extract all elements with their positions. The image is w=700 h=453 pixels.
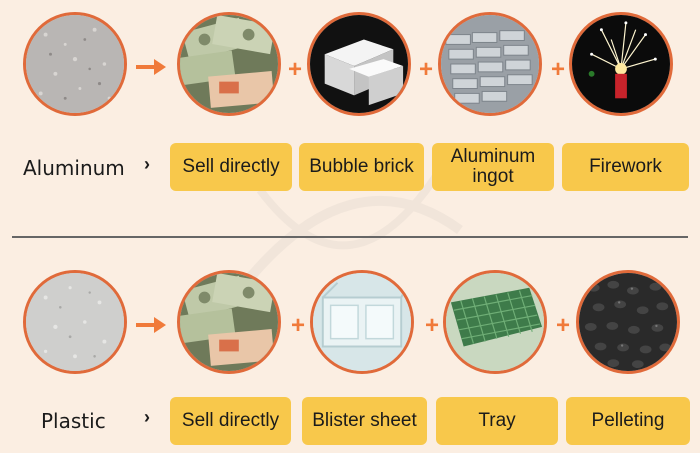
section-divider: [12, 236, 688, 238]
bubble-brick-image: [307, 12, 411, 116]
aluminum-powder-image: [23, 12, 127, 116]
tag-bubble-brick: Bubble brick: [299, 143, 424, 191]
tag-aluminum-ingot: Aluminum ingot: [432, 143, 554, 191]
arrow-right-icon: [136, 59, 166, 75]
aluminum-ingot-image: [438, 12, 542, 116]
plus-icon: +: [424, 312, 439, 339]
row-label-plastic: Plastic: [41, 409, 106, 433]
plastic-pellets-image: [576, 270, 680, 374]
plus-icon: +: [418, 56, 433, 83]
plus-icon: +: [287, 56, 302, 83]
chevron-right-icon: ›: [144, 407, 150, 427]
blister-sheet-image: [310, 270, 414, 374]
plus-icon: +: [290, 312, 305, 339]
chevron-right-icon: ›: [144, 154, 150, 174]
tag-firework: Firework: [562, 143, 689, 191]
green-tray-image: [443, 270, 547, 374]
watermark-logo: [236, 167, 463, 294]
arrow-right-icon: [136, 317, 166, 333]
plus-icon: +: [555, 312, 570, 339]
firework-sparks-image: [569, 12, 673, 116]
row-label-aluminum: Aluminum: [23, 156, 125, 180]
plus-icon: +: [550, 56, 565, 83]
tag-tray: Tray: [436, 397, 558, 445]
tag-blister-sheet: Blister sheet: [302, 397, 427, 445]
money-stack-image: [177, 12, 281, 116]
tag-sell-directly: Sell directly: [170, 397, 291, 445]
money-stack-image: [177, 270, 281, 374]
tag-pelleting: Pelleting: [566, 397, 690, 445]
plastic-powder-image: [23, 270, 127, 374]
tag-sell-directly: Sell directly: [170, 143, 292, 191]
